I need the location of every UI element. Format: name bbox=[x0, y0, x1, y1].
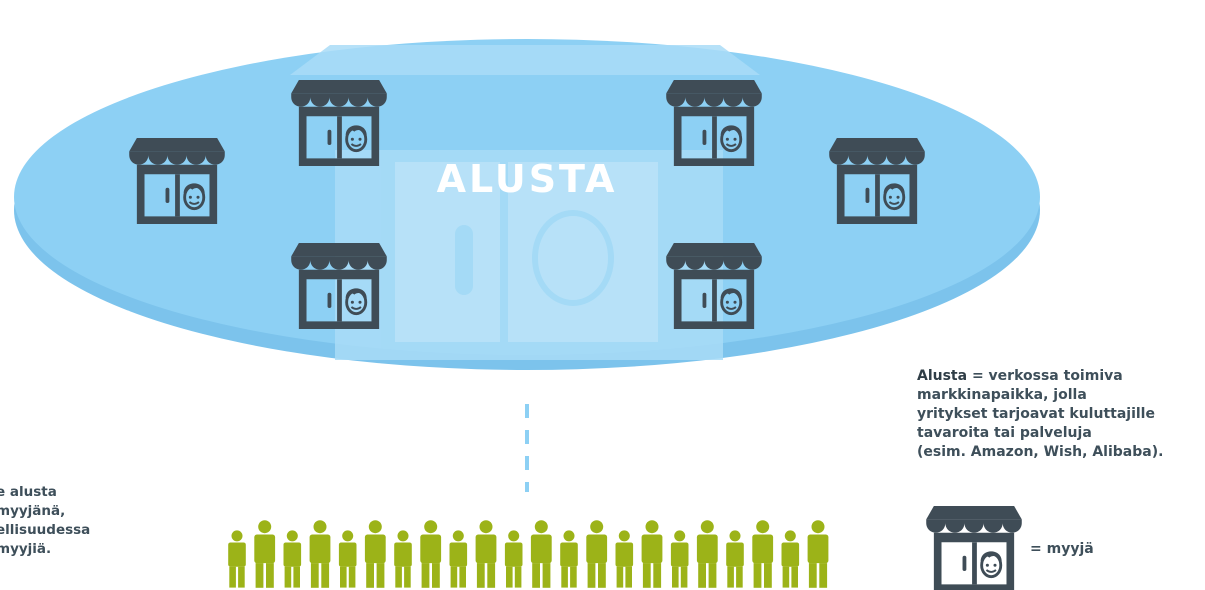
person-icon bbox=[560, 530, 578, 588]
person-icon bbox=[338, 530, 357, 588]
person-icon bbox=[615, 530, 634, 588]
person-icon bbox=[641, 520, 663, 588]
legend-label: = myyjä bbox=[1030, 541, 1094, 557]
person-icon bbox=[586, 520, 608, 588]
legend-storefront-icon bbox=[926, 506, 1022, 590]
consumer-crowd bbox=[228, 520, 829, 588]
person-icon bbox=[781, 530, 800, 588]
ghost-storefront bbox=[290, 45, 760, 360]
definition-term: Alusta bbox=[917, 368, 968, 384]
person-icon bbox=[420, 520, 442, 588]
person-icon bbox=[283, 530, 302, 588]
definition-line: tavaroita tai palveluja bbox=[917, 425, 1092, 441]
person-icon bbox=[530, 520, 552, 588]
storefront-icon bbox=[828, 138, 926, 224]
person-icon bbox=[696, 520, 718, 588]
person-icon bbox=[504, 530, 523, 588]
person-icon bbox=[475, 520, 497, 588]
storefront-icon bbox=[290, 243, 388, 329]
person-icon bbox=[807, 520, 829, 588]
storefront-icon bbox=[128, 138, 226, 224]
definition-line: markkinapaikka, jolla bbox=[917, 387, 1087, 403]
left-note-line: myyjiä. bbox=[0, 541, 52, 557]
person-icon bbox=[228, 530, 246, 588]
platform-label: ALUSTA bbox=[437, 157, 618, 201]
person-icon bbox=[309, 520, 331, 588]
left-note-line: e alusta bbox=[0, 484, 57, 500]
person-icon bbox=[449, 530, 468, 588]
left-note-line: ellisuudessa bbox=[0, 522, 91, 538]
definition-line: yritykset tarjoavat kuluttajille bbox=[917, 406, 1155, 422]
person-icon bbox=[726, 530, 744, 588]
left-note-line: myyjänä, bbox=[0, 503, 66, 519]
person-icon bbox=[394, 530, 412, 588]
definition-line: = verkossa toimiva bbox=[971, 368, 1123, 384]
person-icon bbox=[752, 520, 774, 588]
storefront-icon bbox=[665, 80, 763, 166]
definition-line: (esim. Amazon, Wish, Alibaba). bbox=[917, 444, 1164, 460]
storefront-icon bbox=[665, 243, 763, 329]
person-icon bbox=[254, 520, 276, 588]
left-note: e alusta myyjänä, ellisuudessa myyjiä. bbox=[0, 483, 166, 559]
platform-definition: Alusta = verkossa toimiva markkinapaikka… bbox=[917, 367, 1205, 462]
storefront-icon bbox=[290, 80, 388, 166]
person-icon bbox=[670, 530, 689, 588]
person-icon bbox=[364, 520, 386, 588]
